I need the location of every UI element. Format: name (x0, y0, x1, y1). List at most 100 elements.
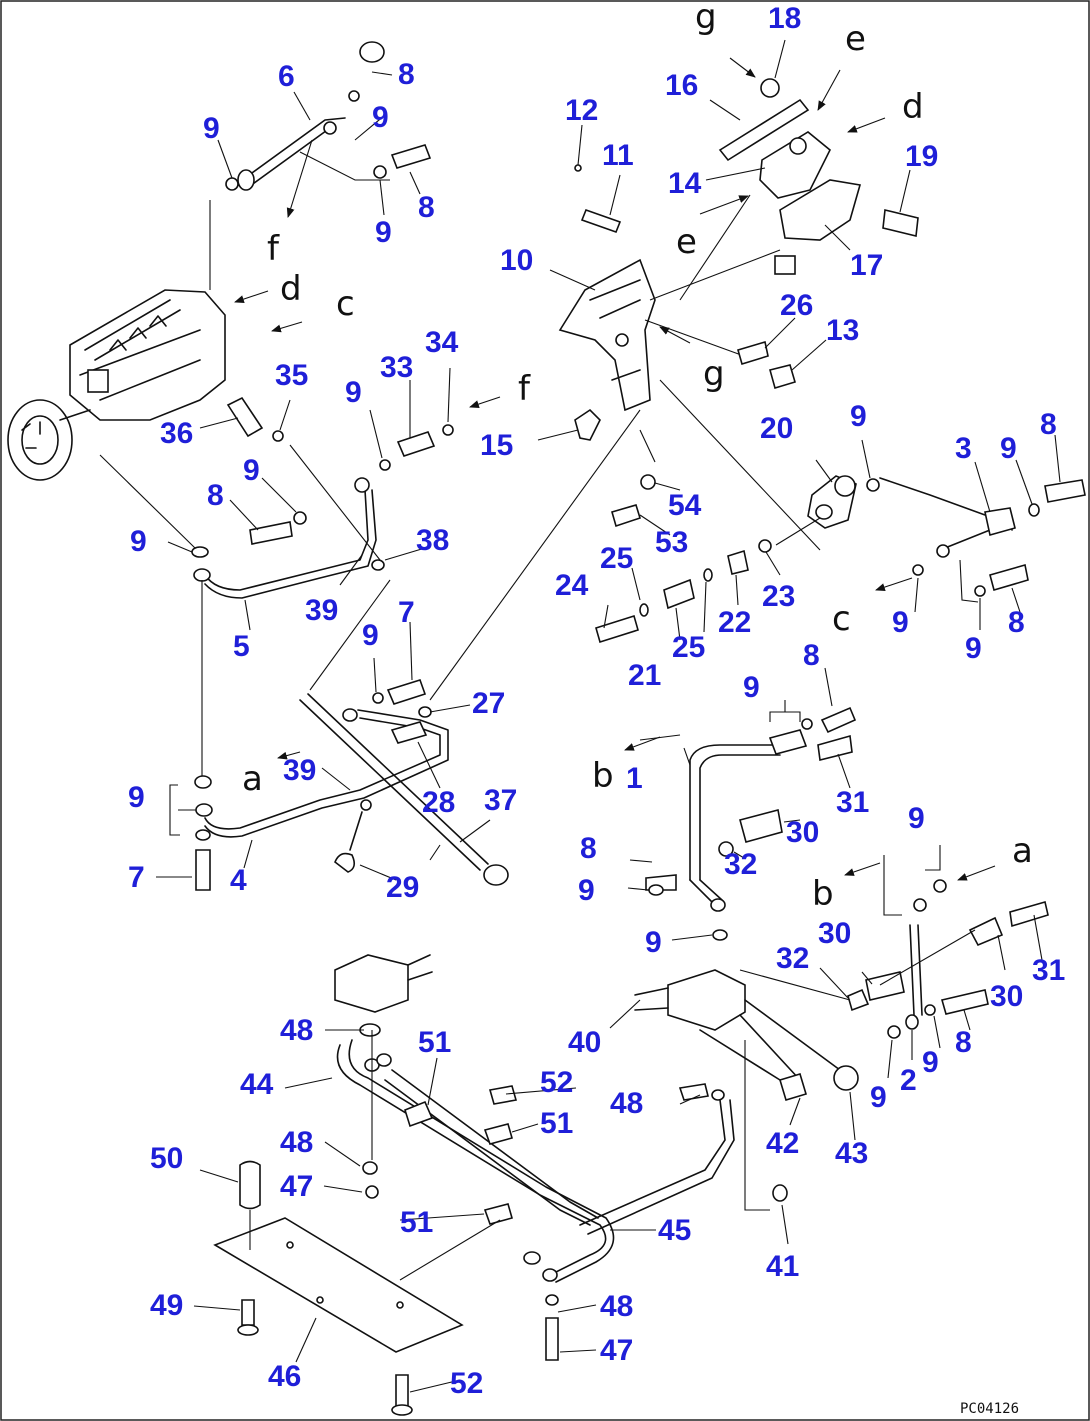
callout-label: 8 (803, 639, 820, 672)
callout-label: 30 (990, 980, 1023, 1013)
callout-label: 39 (305, 594, 338, 627)
callout-label: 24 (555, 569, 589, 602)
pipe-6-drawing (244, 117, 346, 187)
callout-label: 48 (280, 1126, 313, 1159)
pipe-2-drawing (909, 924, 923, 1016)
callout-label: 9 (965, 632, 982, 665)
callout-label: 35 (275, 359, 308, 392)
callout-label: 5 (233, 630, 250, 663)
callout-label: 52 (540, 1066, 573, 1099)
callout-label: 43 (835, 1137, 868, 1170)
plate-46-drawing (213, 1217, 464, 1353)
callout-label: 9 (243, 454, 260, 487)
connection-letter: f (518, 369, 531, 409)
callout-label: 48 (600, 1290, 633, 1323)
callout-label: 9 (372, 101, 389, 134)
callout-label: 9 (578, 874, 595, 907)
callout-label: 9 (922, 1046, 939, 1079)
callout-label: 9 (130, 525, 147, 558)
callout-label: 47 (280, 1170, 313, 1203)
callout-label: 42 (766, 1127, 799, 1160)
callout-label: 15 (480, 429, 513, 462)
pipe-5-drawing (204, 481, 369, 591)
callout-label: 2 (900, 1064, 917, 1097)
callout-label: 1 (626, 762, 643, 795)
callout-label: 9 (375, 216, 392, 249)
callout-label: 46 (268, 1360, 301, 1393)
callout-label: 10 (500, 244, 533, 277)
callout-label: 40 (568, 1026, 601, 1059)
rod-37-drawing (299, 693, 489, 871)
callout-label: 54 (668, 489, 702, 522)
connection-letter: e (845, 19, 866, 59)
connection-letter: c (832, 599, 851, 639)
callout-label: 32 (724, 848, 757, 881)
fuel-injection-pump (7, 289, 226, 481)
callout-label: 17 (850, 249, 883, 282)
callout-label: 9 (870, 1081, 887, 1114)
leader-lines (156, 39, 1061, 1393)
callout-label: 8 (418, 191, 435, 224)
callout-label: 33 (380, 351, 413, 384)
callout-label: 8 (955, 1026, 972, 1059)
callout-label: 25 (672, 631, 705, 664)
pipe-44-drawing (336, 1044, 607, 1276)
callout-label: 32 (776, 942, 809, 975)
connection-letter: b (812, 874, 834, 914)
callout-label: 9 (345, 376, 362, 409)
callout-label: 16 (665, 69, 698, 102)
callout-label: 6 (278, 60, 295, 93)
callout-label: 28 (422, 786, 455, 819)
callout-label: 8 (580, 832, 597, 865)
callout-label: 9 (203, 112, 220, 145)
callout-label: 9 (128, 781, 145, 814)
callout-label: 19 (905, 140, 938, 173)
callout-label: 23 (762, 580, 795, 613)
callout-label: 29 (386, 871, 419, 904)
callout-label: 7 (128, 861, 145, 894)
pipe-1-drawing (689, 744, 781, 881)
callout-label: 7 (398, 596, 415, 629)
callout-label: 44 (240, 1068, 274, 1101)
callout-label: 47 (600, 1334, 633, 1367)
callout-label: 11 (602, 139, 634, 172)
callout-label: 27 (472, 687, 505, 720)
callout-label: 48 (280, 1014, 313, 1047)
bracket-10-drawing (558, 258, 656, 412)
callout-label: 9 (1000, 432, 1017, 465)
callout-label: 21 (628, 659, 661, 692)
callout-label: 51 (400, 1206, 433, 1239)
callout-label: 34 (425, 326, 459, 359)
callout-label: 31 (1032, 954, 1065, 987)
callout-label: 25 (600, 542, 633, 575)
valve-40-drawing (667, 969, 746, 1031)
callout-label: 9 (892, 606, 909, 639)
connection-letter: f (267, 229, 280, 269)
callout-label: 4 (230, 864, 247, 897)
connection-letter: d (902, 87, 924, 127)
connection-letter: a (242, 759, 263, 799)
callout-label: 18 (768, 2, 801, 35)
callout-label: 31 (836, 786, 869, 819)
callout-label: 3 (955, 432, 972, 465)
callout-label: 26 (780, 289, 813, 322)
callout-label: 12 (565, 94, 598, 127)
callout-label: 8 (1008, 606, 1025, 639)
callout-label: 37 (484, 784, 517, 817)
callout-label: 13 (826, 314, 859, 347)
drawing-number: PC04126 (960, 1401, 1019, 1417)
connection-letter: d (280, 269, 302, 309)
callout-label: 51 (418, 1026, 451, 1059)
callout-label: 9 (645, 926, 662, 959)
pipe-4-drawing (204, 717, 441, 830)
callout-label: 52 (450, 1367, 483, 1400)
callout-group: 18 8 6 16 12 9 9 11 19 1 4 8 9 10 17 26 1… (128, 2, 1065, 1400)
callout-label: 9 (362, 619, 379, 652)
callout-label: 51 (540, 1107, 573, 1140)
callout-label: 8 (398, 58, 415, 91)
callout-label: 49 (150, 1289, 183, 1322)
callout-label: 38 (416, 524, 449, 557)
connection-letter: g (703, 354, 725, 394)
pipe-45-drawing (384, 1069, 599, 1226)
